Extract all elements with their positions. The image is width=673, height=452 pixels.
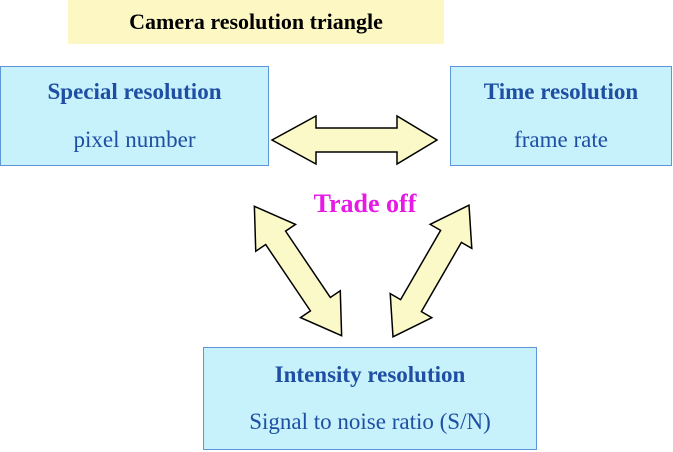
time-resolution-box: Time resolution frame rate: [450, 66, 672, 166]
trade-off-label: Trade off: [313, 189, 417, 218]
left-diagonal-double-arrow-icon: [253, 205, 343, 337]
spatial-resolution-box: Special resolution pixel number: [0, 66, 269, 166]
intensity-resolution-subtitle: Signal to noise ratio (S/N): [249, 409, 491, 434]
time-resolution-title: Time resolution: [483, 79, 639, 104]
right-diagonal-double-arrow-icon: [389, 204, 473, 338]
spatial-resolution-title: Special resolution: [47, 79, 222, 104]
intensity-resolution-title: Intensity resolution: [274, 362, 466, 387]
spatial-resolution-subtitle: pixel number: [73, 127, 196, 152]
diagram-title: Camera resolution triangle: [68, 0, 444, 44]
horizontal-double-arrow-icon: [270, 114, 439, 166]
intensity-resolution-box: Intensity resolution Signal to noise rat…: [203, 347, 537, 450]
time-resolution-subtitle: frame rate: [514, 127, 608, 152]
